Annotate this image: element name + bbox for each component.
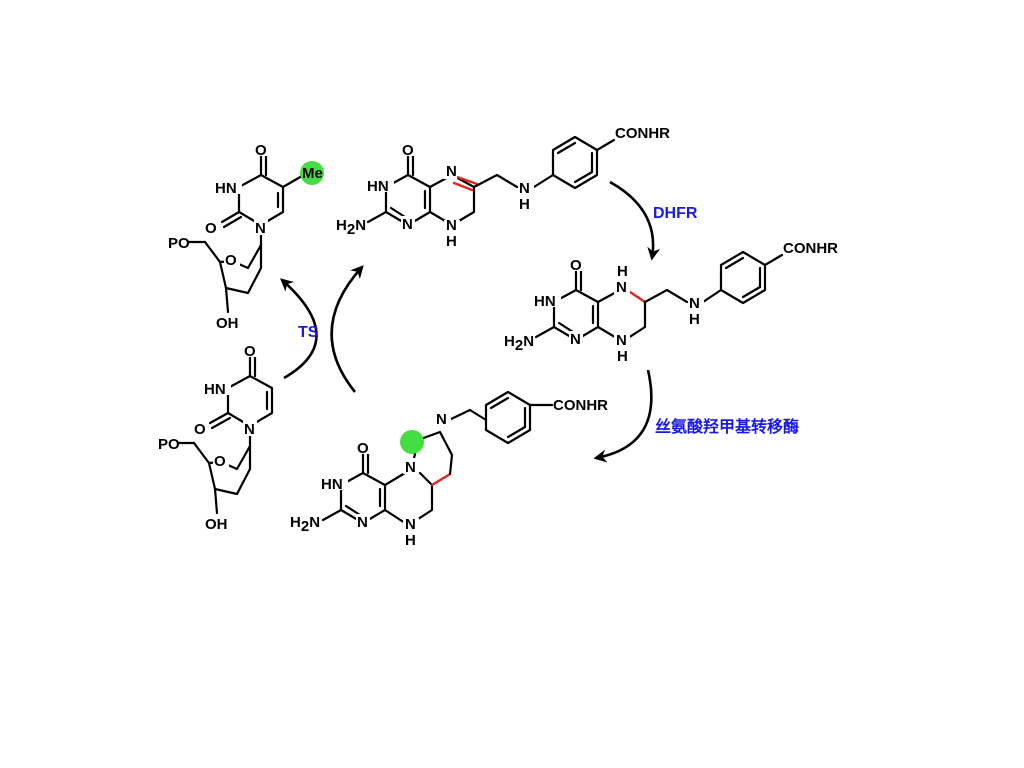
dhf-hn: HN bbox=[367, 178, 389, 195]
dhf-amino: H2N bbox=[336, 217, 366, 238]
dhf-n8: N bbox=[446, 217, 457, 234]
thf-c4-o: O bbox=[570, 257, 582, 274]
ts-label: TS bbox=[298, 324, 319, 341]
dtmp-n1: N bbox=[255, 220, 266, 237]
dtmp-3-oh: OH bbox=[216, 315, 239, 332]
shmt-arrow bbox=[593, 369, 653, 463]
dhf-structure: O HN N N N H H2N N H CONHR bbox=[336, 125, 670, 250]
dhfr-arrow bbox=[609, 180, 661, 261]
dhf-nh-h: H bbox=[519, 196, 530, 213]
dtmp-structure: O O HN O N Me PO OH bbox=[168, 140, 324, 332]
dump-c4-o: O bbox=[244, 343, 256, 360]
dhf-nh-n: N bbox=[519, 180, 530, 197]
dhf-n8-h: H bbox=[446, 233, 457, 250]
mthf-n3: N bbox=[357, 514, 368, 531]
ts-arrow-main bbox=[330, 265, 364, 393]
mthf-n10: N bbox=[436, 411, 447, 428]
shmt-label: 丝氨酸羟甲基转移酶 bbox=[655, 417, 799, 436]
dtmp-methyl: Me bbox=[302, 165, 323, 182]
thf-structure: O HN N H2N H N N H N H CONHR bbox=[504, 240, 838, 365]
thf-n5: N bbox=[616, 279, 627, 296]
thf-amino: H2N bbox=[504, 333, 534, 354]
dump-structure: O HN O N O PO OH bbox=[158, 341, 274, 533]
dump-hn: HN bbox=[204, 381, 226, 398]
dump-phosphate: PO bbox=[158, 436, 180, 453]
dhf-conhr: CONHR bbox=[615, 125, 670, 142]
ts-arrow-branch bbox=[280, 278, 318, 380]
mthf-amino: H2N bbox=[290, 514, 320, 535]
thf-n5-h: H bbox=[617, 263, 628, 280]
dhfr-label: DHFR bbox=[653, 205, 698, 222]
dump-ring-o: O bbox=[214, 453, 226, 470]
dump-c2-o: O bbox=[194, 421, 206, 438]
thf-n8-h: H bbox=[617, 348, 628, 365]
thf-hn: HN bbox=[534, 293, 556, 310]
mthf-n8: N bbox=[405, 516, 416, 533]
mthf-hn: HN bbox=[321, 476, 343, 493]
mthf-n5: N bbox=[405, 459, 416, 476]
methyl-highlight bbox=[300, 161, 324, 185]
methylene-highlight bbox=[400, 430, 424, 454]
dhf-n3: N bbox=[402, 216, 413, 233]
dump-n1: N bbox=[244, 421, 255, 438]
dtmp-c4-o: O bbox=[255, 142, 267, 159]
thf-nh-n: N bbox=[689, 295, 700, 312]
methylene-thf-structure: O HN N H2N N N N H CONHR bbox=[290, 390, 608, 549]
dtmp-hn: HN bbox=[215, 180, 237, 197]
dtmp-phosphate: PO bbox=[168, 235, 190, 252]
dtmp-c2-o: O bbox=[205, 220, 217, 237]
thf-n3: N bbox=[570, 331, 581, 348]
dtmp-ring-o: O bbox=[225, 252, 237, 269]
dhf-n5: N bbox=[446, 163, 457, 180]
dump-3-oh: OH bbox=[205, 516, 228, 533]
mthf-conhr: CONHR bbox=[553, 397, 608, 414]
thf-nh-h: H bbox=[689, 311, 700, 328]
mthf-c4-o: O bbox=[357, 440, 369, 457]
thf-conhr: CONHR bbox=[783, 240, 838, 257]
thf-n8: N bbox=[616, 332, 627, 349]
dhf-c4-o: O bbox=[402, 142, 414, 159]
mthf-n8-h: H bbox=[405, 532, 416, 549]
